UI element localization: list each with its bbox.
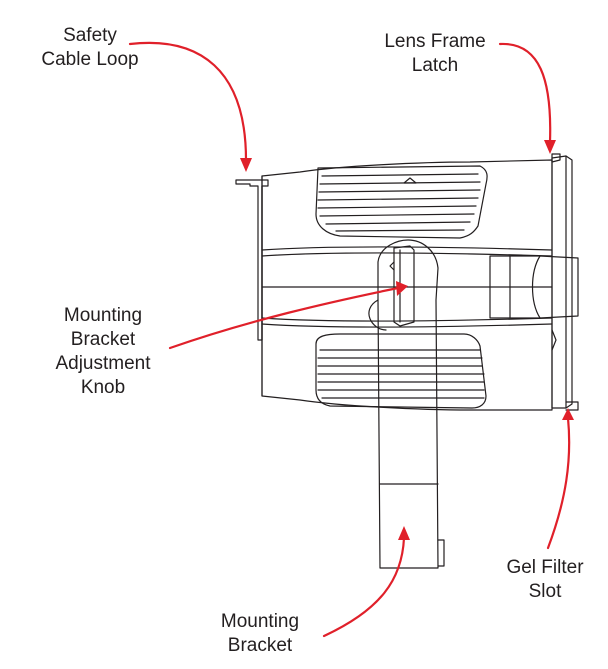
mounting-bracket: [368, 239, 445, 569]
label-line: Bracket: [70, 329, 136, 350]
callout-lens-frame-latch: [498, 42, 552, 144]
label-line: Latch: [411, 55, 459, 76]
upper-heatsink: [315, 165, 488, 239]
arrowhead-knob: [396, 281, 408, 296]
callout-safety-cable-loop: [128, 41, 248, 162]
label-mounting-bracket-adjustment-knob: Mounting Bracket Adjustment Knob: [28, 304, 178, 400]
label-line: Gel Filter: [506, 557, 584, 578]
label-line: Cable Loop: [41, 49, 139, 70]
callout-gel-filter-slot: [546, 416, 571, 550]
label-line: Lens Frame: [384, 31, 486, 52]
label-mounting-bracket: Mounting Bracket: [195, 610, 325, 658]
label-line: Knob: [80, 377, 126, 398]
label-line: Slot: [528, 581, 562, 602]
label-lens-frame-latch: Lens Frame Latch: [360, 30, 510, 78]
callout-adjustment-knob: [168, 286, 400, 350]
arrowhead-gel: [562, 408, 574, 420]
lens-frame: [489, 153, 579, 411]
arrowhead-bracket: [398, 526, 410, 540]
label-line: Mounting: [220, 611, 300, 632]
label-line: Adjustment: [55, 353, 151, 374]
arrowhead-safety: [240, 158, 252, 172]
callout-mounting-bracket: [322, 536, 406, 638]
label-gel-filter-slot: Gel Filter Slot: [485, 556, 605, 604]
arrowhead-lens-latch: [544, 140, 556, 154]
label-line: Safety: [63, 25, 117, 46]
label-line: Bracket: [227, 635, 293, 656]
lower-heatsink: [315, 333, 487, 409]
fixture-body: [261, 159, 553, 411]
rear-plate: [235, 179, 269, 341]
label-line: Mounting: [63, 305, 143, 326]
label-safety-cable-loop: Safety Cable Loop: [10, 24, 170, 72]
